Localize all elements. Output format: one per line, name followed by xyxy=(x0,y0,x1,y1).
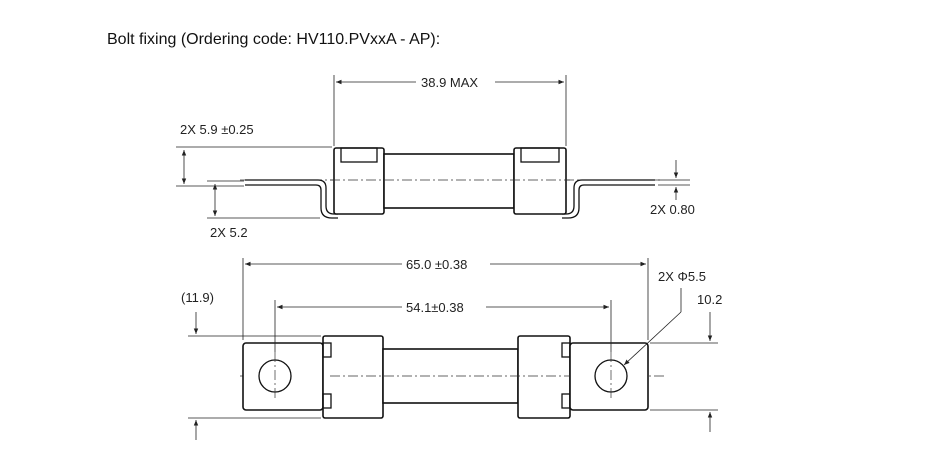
dim-tab-offset: 2X 5.2 xyxy=(210,225,248,240)
side-view-dimensions: 38.9 MAX 2X 5.9 ±0.25 2X 5.2 2X 0.80 xyxy=(176,75,695,240)
dim-hole-pitch: 54.1±0.38 xyxy=(406,300,464,315)
dim-overall-length: 65.0 ±0.38 xyxy=(406,257,467,272)
dim-body-width: (11.9) xyxy=(181,290,214,305)
top-view xyxy=(240,335,665,419)
dim-hole-diameter: 2X Φ5.5 xyxy=(658,269,706,284)
page-title: Bolt fixing (Ordering code: HV110.PVxxA … xyxy=(107,31,441,48)
top-view-dimensions: 65.0 ±0.38 54.1±0.38 2X Φ5.5 10.2 (11.9) xyxy=(181,257,722,440)
dim-tab-height: 2X 5.9 ±0.25 xyxy=(180,122,254,137)
dim-overall-length-max: 38.9 MAX xyxy=(421,75,478,90)
dim-tab-thickness: 2X 0.80 xyxy=(650,202,695,217)
dim-tab-width: 10.2 xyxy=(697,292,722,307)
side-view xyxy=(240,147,660,219)
